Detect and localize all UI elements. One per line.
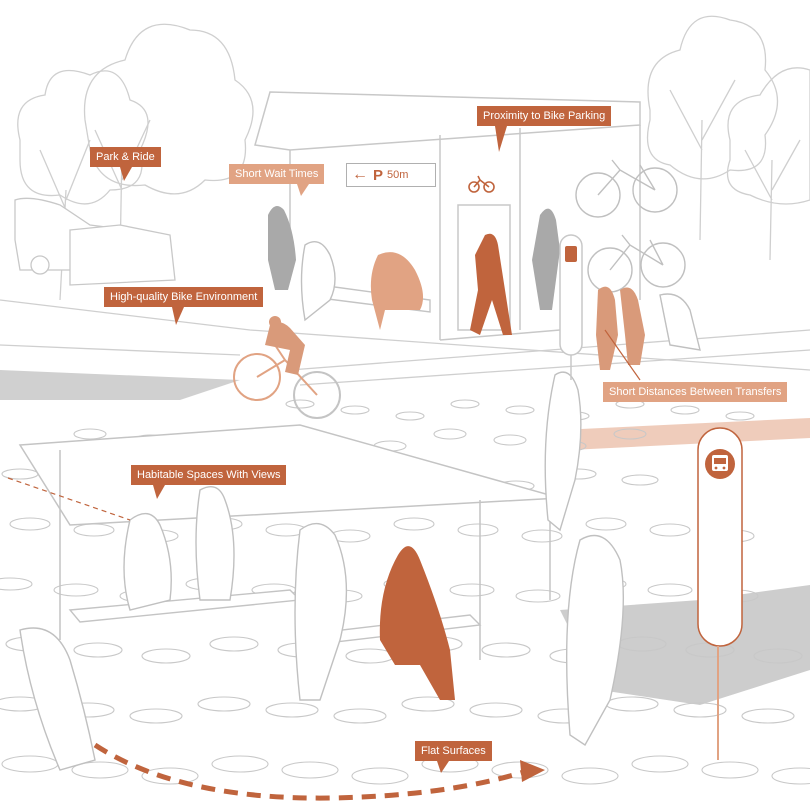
- paving-disc: [340, 405, 370, 415]
- cyclist: [233, 316, 341, 419]
- paving-disc: [0, 577, 33, 591]
- callout-bike-parking: Proximity to Bike Parking: [477, 106, 612, 152]
- paving-disc: [481, 642, 531, 658]
- callout-short-wait-label: Short Wait Times: [235, 168, 319, 180]
- paving-disc: [141, 648, 191, 664]
- paving-disc: [73, 428, 107, 440]
- background-people: [268, 206, 560, 310]
- bus-icon: [705, 449, 735, 479]
- callout-short-distances-label: Short Distances Between Transfers: [609, 386, 782, 398]
- callout-short-wait: Short Wait Times: [229, 164, 325, 196]
- paving-disc: [211, 755, 269, 773]
- paving-disc: [585, 517, 627, 531]
- paving-disc: [621, 474, 659, 486]
- paving-disc: [649, 523, 691, 537]
- callout-tail: [153, 485, 165, 499]
- parking-sign: ← P 50m: [346, 163, 436, 187]
- callout-tail: [495, 126, 507, 152]
- paving-disc: [285, 399, 315, 409]
- paving-disc: [521, 529, 563, 543]
- paving-disc: [613, 428, 647, 440]
- callout-flat-surfaces-label: Flat Surfaces: [421, 745, 486, 757]
- paving-disc: [351, 767, 409, 785]
- callout-short-distances: Short Distances Between Transfers: [603, 382, 788, 402]
- tree-right: [646, 15, 810, 261]
- callout-tail: [172, 307, 184, 325]
- paving-disc: [393, 517, 435, 531]
- callout-bike-environment: High-quality Bike Environment: [104, 287, 264, 325]
- paving-disc: [491, 761, 549, 779]
- paving-disc: [1, 468, 39, 480]
- paving-disc: [209, 636, 259, 652]
- paving-disc: [401, 696, 455, 712]
- paving-disc: [333, 708, 387, 724]
- callout-habitable-spaces: Habitable Spaces With Views: [131, 465, 287, 499]
- paving-disc: [673, 702, 727, 718]
- callout-park-ride-label: Park & Ride: [96, 151, 155, 163]
- paving-disc: [493, 434, 527, 446]
- tram-icon: [565, 246, 577, 262]
- paving-disc: [73, 523, 115, 537]
- outline-people: [19, 241, 701, 771]
- paving-disc: [197, 696, 251, 712]
- paving-disc: [73, 642, 123, 658]
- paving-disc: [265, 702, 319, 718]
- paving-disc: [395, 411, 425, 421]
- paving-disc: [129, 708, 183, 724]
- bicycle-icon: [468, 175, 495, 193]
- parked-bicycles: [575, 159, 686, 293]
- paving-disc: [433, 428, 467, 440]
- paving-disc: [9, 517, 51, 531]
- paving-disc: [631, 755, 689, 773]
- parking-arrow-icon: ←: [352, 166, 368, 183]
- bus-stop-pole: [697, 427, 743, 760]
- callout-tail: [297, 184, 309, 196]
- paving-disc: [753, 648, 803, 664]
- callout-tail: [437, 761, 449, 773]
- bike-lane: [560, 418, 810, 450]
- callout-flat-surfaces: Flat Surfaces: [415, 741, 492, 773]
- callout-tail: [120, 167, 132, 181]
- callout-park-ride: Park & Ride: [90, 147, 161, 181]
- callout-habitable-spaces-label: Habitable Spaces With Views: [137, 469, 281, 481]
- paving-disc: [515, 589, 561, 603]
- paving-disc: [701, 761, 759, 779]
- paving-disc: [561, 767, 619, 785]
- paving-disc: [505, 405, 535, 415]
- flat-surface-arrowhead: [520, 760, 545, 782]
- callout-leaders: [7, 329, 641, 521]
- tram-stop-pole: [559, 234, 583, 380]
- parked-car: [14, 197, 176, 286]
- highlighted-people: [370, 233, 645, 700]
- paving-disc: [741, 708, 795, 724]
- paving-disc: [469, 702, 523, 718]
- paving-disc: [457, 523, 499, 537]
- parking-letter: P: [373, 166, 384, 184]
- paving-pattern: [0, 399, 810, 785]
- paving-disc: [450, 399, 480, 409]
- paving-disc: [725, 411, 755, 421]
- paving-disc: [670, 405, 700, 415]
- paving-disc: [71, 761, 129, 779]
- callout-bike-parking-label: Proximity to Bike Parking: [483, 110, 606, 122]
- parking-distance: 50m: [387, 169, 409, 181]
- paving-disc: [605, 696, 659, 712]
- paving-disc: [449, 583, 495, 597]
- paving-disc: [647, 583, 693, 597]
- paving-disc: [141, 767, 199, 785]
- callout-bike-environment-label: High-quality Bike Environment: [110, 291, 258, 303]
- paving-disc: [1, 755, 59, 773]
- paving-disc: [53, 583, 99, 597]
- paving-disc: [771, 767, 810, 785]
- paving-disc: [281, 761, 339, 779]
- road-left: [0, 370, 240, 400]
